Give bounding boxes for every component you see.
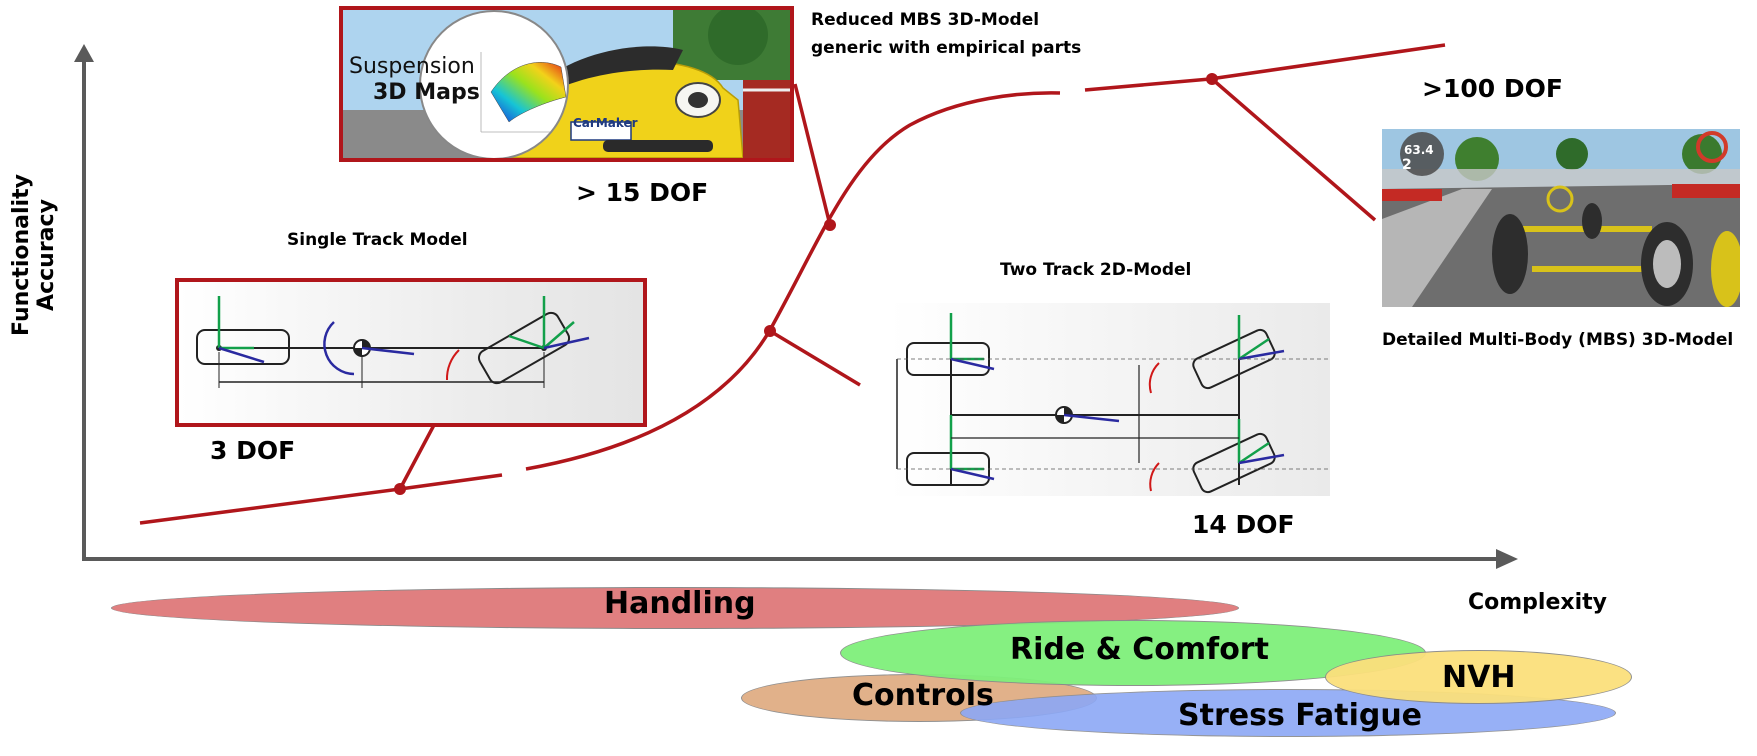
two-track-title: Two Track 2D-Model <box>1000 260 1192 280</box>
single-track-title: Single Track Model <box>287 230 468 250</box>
two-track-schematic <box>896 313 1329 494</box>
accuracy-curve-segment-3 <box>1084 43 1446 92</box>
label-stress-fatigue: Stress Fatigue <box>1178 698 1423 733</box>
ellipse-nvh <box>1325 650 1632 704</box>
label-handling: Handling <box>604 586 756 621</box>
x-axis-arrowhead <box>1496 549 1518 569</box>
ellipse-ride-comfort <box>840 620 1426 686</box>
reduced-mbs-title-line2: generic with empirical parts <box>811 38 1082 58</box>
marker-15-dof <box>824 219 836 231</box>
suspension-3d-surface <box>480 52 567 133</box>
y-axis-label: Functionality Accuracy <box>9 174 59 336</box>
reduced-mbs-image: CarMaker Suspension 3D Maps <box>339 6 794 162</box>
detailed-mbs-dof: >100 DOF <box>1422 74 1563 103</box>
leader-reduced-mbs <box>793 83 832 226</box>
single-track-dof: 3 DOF <box>210 436 296 465</box>
hud-gear: 2 <box>1402 157 1412 173</box>
label-controls: Controls <box>852 678 994 713</box>
inset-label-suspension: Suspension <box>349 54 475 79</box>
marker-3-dof <box>394 483 406 495</box>
detailed-mbs-scene <box>1382 129 1740 307</box>
reduced-mbs-title-line1: Reduced MBS 3D-Model <box>811 10 1040 30</box>
detailed-mbs-title: Detailed Multi-Body (MBS) 3D-Model <box>1382 330 1734 350</box>
reduced-mbs-dof: > 15 DOF <box>576 178 709 207</box>
y-axis-arrowhead <box>74 44 94 62</box>
marker-100-dof <box>1206 73 1218 85</box>
x-axis-label: Complexity <box>1468 590 1607 615</box>
marker-14-dof <box>764 325 776 337</box>
label-ride-comfort: Ride & Comfort <box>1010 632 1269 667</box>
leader-single-track <box>398 424 436 490</box>
label-nvh: NVH <box>1442 660 1516 695</box>
two-track-diagram <box>889 303 1330 496</box>
detailed-mbs-image: 63.4 2 <box>1382 129 1740 307</box>
two-track-dof: 14 DOF <box>1192 510 1295 539</box>
inset-label-3d-maps: 3D Maps <box>373 80 480 105</box>
carmaker-badge: CarMaker <box>573 116 638 130</box>
single-track-schematic <box>196 296 590 388</box>
hud-speed: 63.4 <box>1404 143 1434 157</box>
leader-detailed-mbs <box>1210 77 1377 222</box>
accuracy-curve-segment-2 <box>525 91 1061 471</box>
accuracy-curve-segment-1 <box>139 473 503 525</box>
leader-two-track <box>769 329 861 387</box>
single-track-diagram <box>175 278 647 427</box>
suspension-map-inset <box>419 10 569 158</box>
